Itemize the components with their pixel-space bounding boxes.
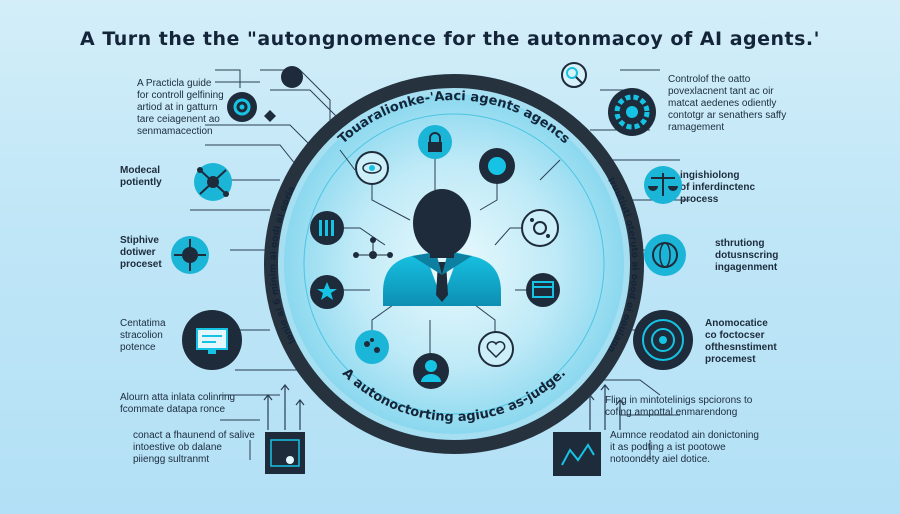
diamond-node-icon (264, 110, 276, 122)
lock-icon (418, 125, 452, 159)
dots-cluster-icon (355, 330, 389, 364)
right-label-1: Controlof the oatto povexlacnent tant ac… (668, 74, 787, 133)
target-icon (633, 310, 693, 370)
right-label-5: Fling in mintotelinigs spciorons to cofi… (605, 395, 753, 418)
right-label-4: Anomocatice co foctocser ofthesnstiment … (705, 318, 777, 365)
left-label-3: Stiphive dotiwer proceset (120, 235, 162, 270)
gear-icon (608, 88, 656, 136)
user-icon (413, 353, 449, 389)
network-nodes-icon (194, 163, 232, 201)
page-title: A Turn the the "autongnomence for the au… (80, 28, 820, 50)
chart-board-icon (553, 432, 601, 476)
scales-icon (644, 166, 682, 204)
network-icon (353, 237, 393, 259)
bottom-arrows (263, 384, 625, 430)
right-label-2: ingishiolong of inferdinctenc process (680, 170, 756, 205)
left-label-5: Alourn atta inlata colinring fcommate da… (120, 392, 236, 415)
left-label-2: Modecal potiently (120, 165, 162, 188)
right-label-6: Aumnce reodatod ain donictoning it as po… (610, 430, 759, 465)
window-icon (526, 273, 560, 307)
right-label-3: sthrutiong dotusnscring ingagenment (715, 238, 779, 273)
heart-shield-icon (478, 331, 514, 367)
globe-icon (644, 234, 686, 276)
hexagon-node-icon (521, 209, 559, 247)
star-icon (310, 275, 344, 309)
monitor-icon (182, 310, 242, 370)
clock-icon (281, 66, 303, 88)
bar-chart-icon (265, 432, 305, 474)
bars-icon (310, 211, 344, 245)
magnifier-icon (561, 62, 587, 88)
virus-node-icon (171, 236, 209, 274)
robot-avatar-icon (383, 189, 501, 306)
left-label-4: Centatima stracolion potence (120, 318, 166, 353)
chip-icon (479, 148, 515, 184)
eye-icon (355, 151, 389, 185)
left-label-6: conact a fhaunend of salive intoestive o… (133, 430, 255, 465)
settings-gear-icon (227, 92, 257, 122)
left-label-1: A Practicla guide for controll gelfining… (137, 78, 224, 137)
